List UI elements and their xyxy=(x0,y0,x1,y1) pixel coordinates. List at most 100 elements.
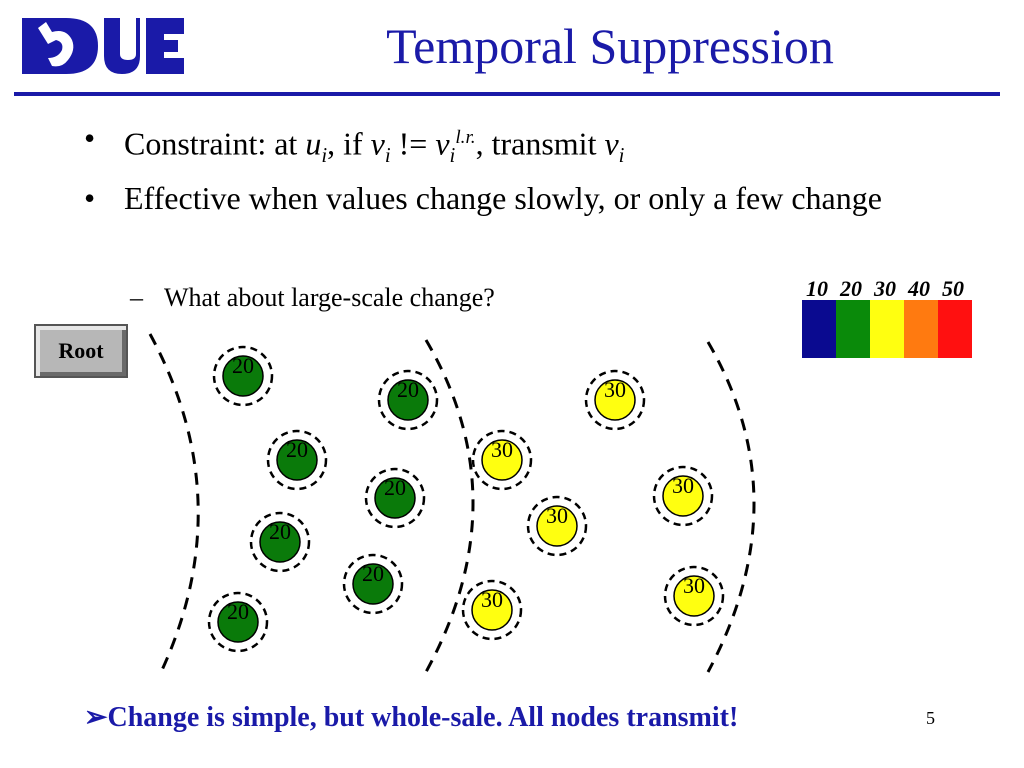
var-v-lr-sup: l.r. xyxy=(455,127,476,148)
node-suppression-ring xyxy=(461,579,523,641)
hop-boundary-arc xyxy=(706,341,756,673)
text-run: , transmit xyxy=(475,125,605,162)
node-value-label: 30 xyxy=(672,473,694,498)
node-value-label: 30 xyxy=(481,587,503,612)
node-circle xyxy=(352,563,394,605)
node-suppression-ring xyxy=(364,467,426,529)
sub-bullet-dash-icon: – xyxy=(130,283,143,312)
duke-logo-mark xyxy=(22,18,184,74)
node-suppression-ring xyxy=(266,429,328,491)
sub-bullet-text: What about large-scale change? xyxy=(164,283,495,312)
legend-color-bar xyxy=(802,300,972,358)
sensor-node: 20 xyxy=(364,467,426,529)
node-suppression-ring xyxy=(377,369,439,431)
sensor-node: 20 xyxy=(212,345,274,407)
legend-swatch xyxy=(938,300,972,358)
page-number: 5 xyxy=(926,708,935,728)
node-suppression-ring xyxy=(526,495,588,557)
node-circle xyxy=(536,505,578,547)
node-circle xyxy=(481,439,523,481)
node-value-label: 30 xyxy=(683,573,705,598)
root-label: Root xyxy=(58,338,104,363)
node-circle xyxy=(662,475,704,517)
node-circle xyxy=(471,589,513,631)
sensor-node: 20 xyxy=(342,553,404,615)
node-value-label: 20 xyxy=(362,561,384,586)
legend-label: 50 xyxy=(942,276,964,301)
legend-swatch xyxy=(836,300,870,358)
slide-title: Temporal Suppression xyxy=(386,18,834,74)
var-u-sub: i xyxy=(321,144,328,168)
legend-label: 20 xyxy=(840,276,862,301)
node-value-label: 20 xyxy=(397,377,419,402)
bullet-dot-icon: • xyxy=(84,180,96,216)
sensor-node: 30 xyxy=(663,565,725,627)
node-value-label: 20 xyxy=(232,353,254,378)
node-suppression-ring xyxy=(663,565,725,627)
legend-label: 40 xyxy=(908,276,930,301)
node-suppression-ring xyxy=(249,511,311,573)
arrow-bullet-icon: ➢ xyxy=(84,702,108,733)
node-value-label: 30 xyxy=(491,437,513,462)
bullet-dot-icon: • xyxy=(84,120,96,156)
var-v-transmit: v xyxy=(604,125,619,162)
sensor-node: 20 xyxy=(249,511,311,573)
node-value-label: 20 xyxy=(286,437,308,462)
node-suppression-ring xyxy=(342,553,404,615)
node-suppression-ring xyxy=(471,429,533,491)
node-circle xyxy=(222,355,264,397)
legend-swatch xyxy=(904,300,938,358)
title-rule xyxy=(14,92,1000,96)
node-suppression-ring xyxy=(212,345,274,407)
node-value-label: 20 xyxy=(384,475,406,500)
var-v-lr: v xyxy=(435,125,450,162)
bullet-effective: • Effective when values change slowly, o… xyxy=(84,178,924,268)
hop-boundary-arc xyxy=(424,339,475,673)
hop-boundary-arc xyxy=(148,333,200,671)
text-run: Constraint: at xyxy=(124,125,306,162)
sensor-node: 20 xyxy=(207,591,269,653)
legend-label: 10 xyxy=(806,276,828,301)
node-circle xyxy=(673,575,715,617)
sensor-node: 30 xyxy=(526,495,588,557)
node-circle xyxy=(276,439,318,481)
sensor-node: 20 xyxy=(377,369,439,431)
node-circle xyxy=(594,379,636,421)
node-suppression-ring xyxy=(584,369,646,431)
node-suppression-ring xyxy=(652,465,714,527)
node-circle xyxy=(387,379,429,421)
root-box: Root xyxy=(34,324,128,378)
text-run: , if xyxy=(327,125,371,162)
bullet-constraint-text: Constraint: at ui, if vi != vil.r., tran… xyxy=(124,118,624,176)
text-run: != xyxy=(390,125,436,162)
node-value-label: 30 xyxy=(604,377,626,402)
legend-swatch xyxy=(870,300,904,358)
sensor-node: 30 xyxy=(461,579,523,641)
bullet-constraint: • Constraint: at ui, if vi != vil.r., tr… xyxy=(84,118,924,167)
var-u: u xyxy=(305,125,322,162)
sensor-node: 30 xyxy=(471,429,533,491)
sensor-network-diagram: 20 20 20 20 20 20 20 30 30 30 30 30 30 xyxy=(148,333,756,673)
node-value-label: 20 xyxy=(227,599,249,624)
sensor-node: 30 xyxy=(652,465,714,527)
legend-label: 30 xyxy=(874,276,896,301)
node-circle xyxy=(259,521,301,563)
sensor-node: 30 xyxy=(584,369,646,431)
duke-logo xyxy=(18,14,186,78)
var-v-transmit-sub: i xyxy=(618,144,625,168)
var-v-lr-sub: i xyxy=(449,144,456,168)
sub-bullet-large-scale: –What about large-scale change? xyxy=(130,282,495,314)
node-circle xyxy=(374,477,416,519)
legend-swatch xyxy=(802,300,836,358)
bullet-effective-text: Effective when values change slowly, or … xyxy=(124,180,882,216)
footer-text: Change is simple, but whole-sale. All no… xyxy=(107,702,739,733)
node-value-label: 30 xyxy=(546,503,568,528)
sensor-node: 20 xyxy=(266,429,328,491)
node-circle xyxy=(217,601,259,643)
var-v: v xyxy=(370,125,385,162)
node-suppression-ring xyxy=(207,591,269,653)
footer-conclusion: ➢Change is simple, but whole-sale. All n… xyxy=(84,700,738,734)
var-v-sub: i xyxy=(384,144,391,168)
node-value-label: 20 xyxy=(269,519,291,544)
legend-labels: 10 20 30 40 50 xyxy=(800,276,976,302)
